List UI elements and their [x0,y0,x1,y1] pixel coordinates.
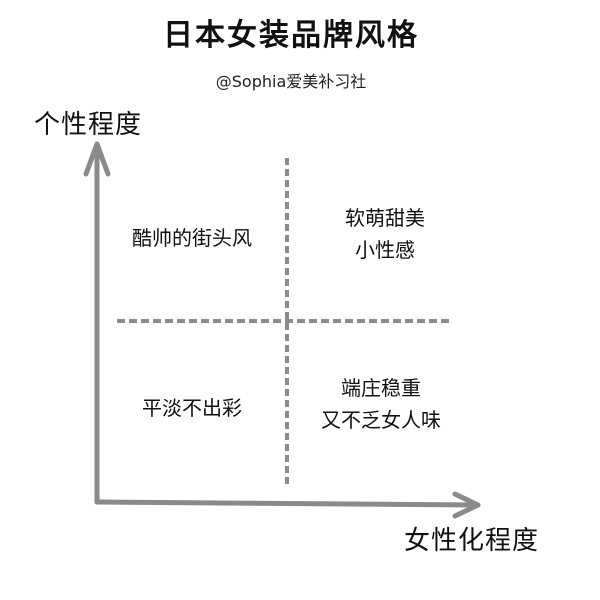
y-axis-arrowhead-icon [83,141,111,177]
x-axis [94,491,481,519]
x-axis-label: 女性化程度 [404,526,540,556]
y-axis [83,141,111,505]
x-axis-arrowhead-icon [452,491,481,519]
quadrant-bottom-right: 端庄稳重 又不乏女人味 [296,372,466,436]
quadrant-label: 小性感 [355,238,415,262]
quadrant-top-right: 软萌甜美 小性感 [300,202,470,266]
quadrant-label: 平淡不出彩 [142,396,242,420]
quadrant-label: 酷帅的街头风 [132,226,252,250]
author-credit: @Sophia爱美补习社 [215,72,367,91]
quadrant-bottom-left: 平淡不出彩 [112,392,272,424]
y-axis-label: 个性程度 [34,110,143,140]
quadrant-top-left: 酷帅的街头风 [112,222,272,254]
quadrant-label: 又不乏女人味 [321,408,441,432]
quadrant-label: 端庄稳重 [341,376,421,400]
diagram-title: 日本女装品牌风格 [163,18,419,53]
quadrant-label: 软萌甜美 [345,206,425,230]
